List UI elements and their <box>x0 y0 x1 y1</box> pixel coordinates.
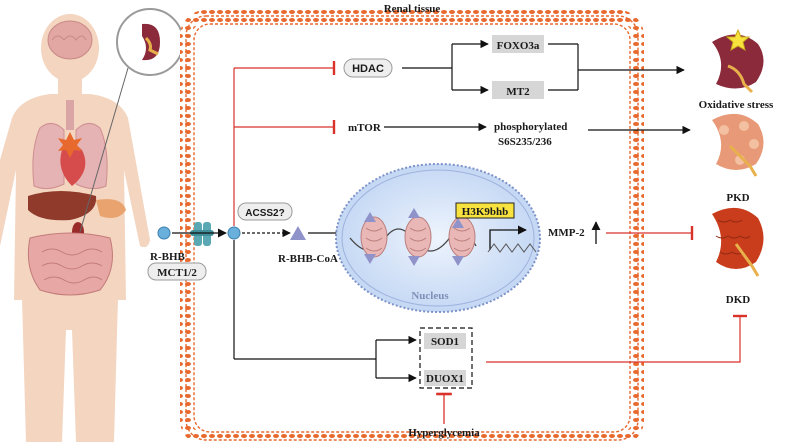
title: Renal tissue <box>384 3 441 15</box>
histone-icon <box>404 216 432 258</box>
hdac-bracket <box>402 39 489 95</box>
hyperglycemia-label: Hyperglycemia <box>408 427 480 439</box>
bhb-marks <box>364 208 464 266</box>
inhibition-branches <box>233 60 336 226</box>
foxo-mt2-merge <box>548 43 685 91</box>
histone-icon <box>360 216 388 258</box>
h3k9bhb-label: H3K9bhb <box>462 206 508 218</box>
dkd-kidney-icon <box>712 207 764 277</box>
oxidative-stress-label: Oxidative stress <box>699 99 774 111</box>
pkd-label: PKD <box>726 192 749 204</box>
phospho-line1: phosphorylated <box>494 121 567 133</box>
mrna <box>487 243 537 253</box>
sod1-box <box>424 333 466 349</box>
nucleus: Nucleus H3K9bhb <box>335 163 541 313</box>
mct-label: MCT1/2 <box>157 267 197 279</box>
sod-duox-branch <box>233 240 417 383</box>
r-bhb-coa-label: R-BHB-CoA <box>278 253 338 265</box>
transporter-icon <box>190 222 214 246</box>
histone-icon <box>448 216 476 258</box>
foxo3a-label: FOXO3a <box>497 40 540 52</box>
mmp2-label: MMP-2 <box>548 227 585 239</box>
h3k9bhb-box <box>455 202 515 219</box>
r-bhb-label: R-BHB <box>150 251 186 263</box>
pkd-kidney-icon <box>712 113 764 177</box>
sod-duox-group <box>419 327 473 389</box>
r-bhb-molecule <box>157 226 171 240</box>
dkd-label: DKD <box>726 294 751 306</box>
mt2-label: MT2 <box>506 86 530 98</box>
mtor-label: mTOR <box>348 122 382 134</box>
duox1-box <box>424 370 466 386</box>
human-body-icon <box>0 14 150 442</box>
acss2-pill <box>237 202 293 221</box>
mt2-box <box>492 81 544 99</box>
nucleus-label: Nucleus <box>411 290 449 302</box>
duox1-label: DUOX1 <box>426 373 464 385</box>
foxo3a-box <box>492 35 544 53</box>
hdac-label: HDAC <box>352 63 384 75</box>
sod1-label: SOD1 <box>431 336 459 348</box>
phospho-line2: S6S235/236 <box>498 136 552 148</box>
sod-to-dkd-inhibit <box>486 314 748 363</box>
r-bhb-intracellular <box>227 226 241 240</box>
mct-pill <box>147 262 207 281</box>
star-icon <box>725 28 751 52</box>
transcription-arrow <box>489 225 527 250</box>
oxidative-stress-kidney-icon <box>712 28 764 94</box>
acss2-label: ACSS2? <box>245 208 284 219</box>
cell-membrane <box>180 10 644 442</box>
r-bhb-coa-triangle <box>290 226 306 240</box>
hdac-pill <box>343 58 393 78</box>
